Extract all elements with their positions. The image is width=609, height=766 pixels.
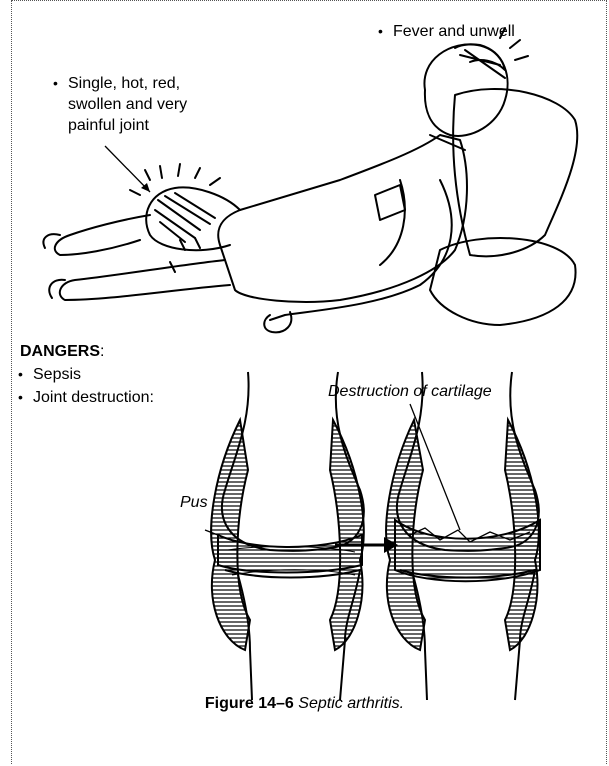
destroyed-knee-joint [386,372,540,700]
figure-title: Septic arthritis. [298,695,404,712]
figure-number: Figure 14–6 [205,695,294,712]
healthy-knee-joint [211,372,364,700]
figure-caption: Figure 14–6 Septic arthritis. [0,695,609,713]
label-pus: Pus [180,493,208,512]
label-destruction: Destruction of cartilage [328,382,492,401]
